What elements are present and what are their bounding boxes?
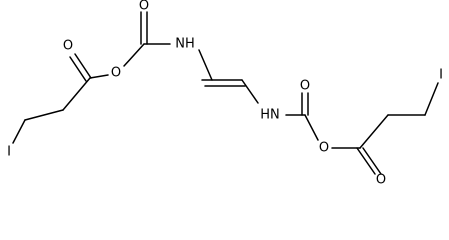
atom-o-left-carbonyl: O xyxy=(63,39,73,54)
bond-o-acyl-left xyxy=(89,74,109,79)
atom-labels: O NH O O I O HN O O I xyxy=(7,0,443,188)
bond-right-chain-1 xyxy=(359,114,389,149)
atom-nh-bottom: HN xyxy=(260,108,280,123)
atom-o-top-carbonyl: O xyxy=(139,0,149,14)
bond-left-carbonyl-a xyxy=(74,53,92,79)
bond-left-chain-3 xyxy=(12,119,26,144)
bond-c-o-top xyxy=(123,43,145,67)
bond-left-chain-1 xyxy=(62,77,91,111)
atom-nh-top: NH xyxy=(175,37,195,52)
atom-o-right-carbonyl: O xyxy=(300,79,310,94)
bond-left-carbonyl-b xyxy=(69,56,87,82)
atom-o-right-ester-carbonyl: O xyxy=(376,173,386,188)
bond-right-acyl-carbonyl-a xyxy=(356,147,376,175)
bond-nh-vinyl-top xyxy=(198,49,213,81)
bond-right-chain-3 xyxy=(424,82,439,116)
structural-formula: O NH O O I O HN O O I xyxy=(7,0,443,188)
bond-vinyl-nh-bottom xyxy=(241,79,259,104)
atom-i-right: I xyxy=(439,68,443,83)
bond-lines xyxy=(12,11,439,175)
atom-o-right-ester: O xyxy=(319,141,329,156)
bond-right-acyl-carbonyl-b xyxy=(362,147,382,175)
bond-c-o-right xyxy=(304,114,319,141)
atom-i-left: I xyxy=(7,145,11,160)
atom-o-left-ester: O xyxy=(111,66,121,81)
bond-left-chain-2 xyxy=(24,109,64,121)
